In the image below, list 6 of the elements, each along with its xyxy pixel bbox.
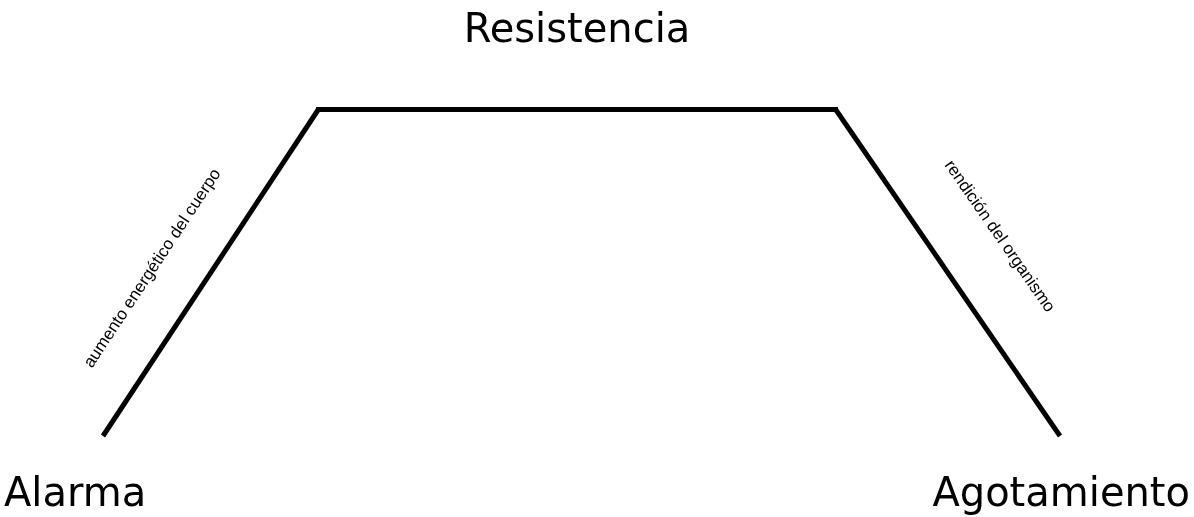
stage-title: Resistencia [463, 8, 691, 52]
stage-title: Alarma [4, 472, 147, 516]
stage-title: Agotamiento [932, 472, 1190, 516]
connector-line [833, 108, 1063, 438]
connector-line [100, 108, 321, 438]
plateau-line [316, 8, 838, 112]
